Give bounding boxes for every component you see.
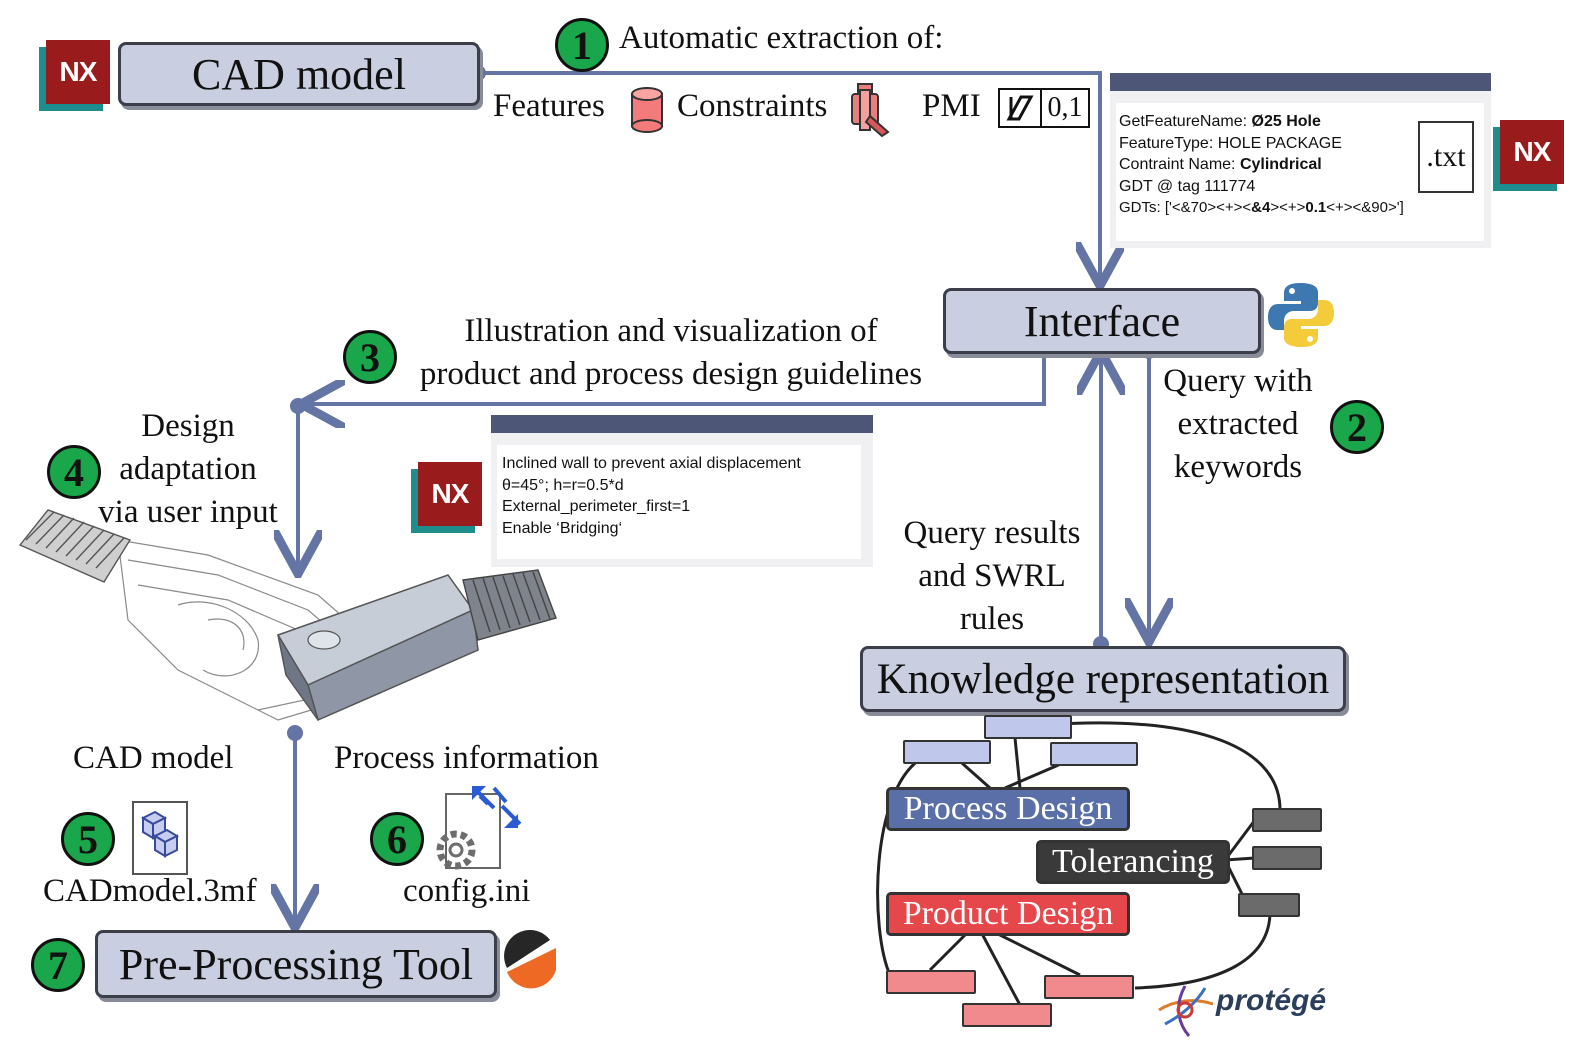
features-label: Features	[493, 88, 605, 124]
ontology-tolerancing: Tolerancing	[1036, 840, 1230, 884]
guideline-panel: Inclined wall to prevent axial displacem…	[491, 415, 873, 567]
step-4-badge: 4	[47, 445, 101, 499]
guideline-panel-body	[497, 445, 861, 559]
step-2-line-1: Query with	[1163, 363, 1313, 399]
step-2-line-2: extracted	[1177, 406, 1299, 442]
extraction-panel: GetFeatureName: Ø25 Hole FeatureType: HO…	[1110, 73, 1491, 248]
step-6-badge: 6	[370, 812, 424, 866]
ontology-node-tol-2	[1252, 846, 1322, 870]
thread-right	[462, 569, 557, 641]
nx-logo-icon: NX	[46, 40, 110, 104]
extraction-text: GetFeatureName: Ø25 Hole FeatureType: HO…	[1119, 111, 1404, 219]
panel-header-bar	[1110, 73, 1491, 91]
step-3-line-2: product and process design guidelines	[419, 356, 923, 392]
extraction-line-5: GDTs: ['<&70><+><&4><+>0.1<+><&90>']	[1119, 199, 1404, 216]
panel-header-bar	[491, 415, 873, 433]
cylinder-feature-icon	[631, 87, 663, 133]
ontology-node-process-1	[984, 715, 1072, 739]
step-5-heading: CAD model	[73, 740, 234, 776]
cad-part-illustration	[18, 509, 557, 722]
step-4-text: Design adaptation via user input	[86, 405, 290, 534]
step-4-line-1: Design	[141, 408, 235, 444]
ontology-node-tol-1	[1252, 808, 1322, 832]
protege-logo-icon	[1158, 985, 1214, 1037]
extraction-line-1: GetFeatureName: Ø25 Hole	[1119, 113, 1321, 130]
step-3-text: Illustration and visualization of produc…	[395, 310, 947, 396]
ontology-node-product-1	[886, 970, 976, 994]
protege-logo-text: protégé	[1216, 984, 1327, 1017]
ontology-node-tol-3	[1238, 893, 1300, 917]
ontology-product-design: Product Design	[886, 892, 1130, 936]
query-results-line-2: and SWRL	[918, 558, 1066, 594]
guideline-line-2: θ=45°; h=r=0.5*d	[502, 476, 624, 494]
constraints-label: Constraints	[677, 88, 828, 124]
pmi-value: 0,1	[1047, 92, 1083, 123]
guideline-line-3: External_perimeter_first=1	[502, 498, 691, 515]
step-7-badge: 7	[31, 938, 85, 992]
ontology-process-design: Process Design	[886, 787, 1130, 831]
prusaslicer-logo-icon	[504, 929, 556, 989]
step-6-file: config.ini	[403, 873, 531, 909]
step-3-line-1: Illustration and visualization of	[464, 313, 878, 349]
thread-left	[18, 509, 132, 583]
nx-logo-icon: NX	[418, 462, 482, 526]
3mf-file-icon	[132, 801, 188, 875]
step-5-badge: 5	[61, 812, 115, 866]
extraction-line-3: Contraint Name: Cylindrical	[1119, 156, 1322, 173]
interface-box: Interface	[943, 288, 1261, 354]
step-4-line-3: via user input	[98, 494, 278, 530]
nx-logo-icon: NX	[1500, 120, 1564, 184]
step-3-badge: 3	[343, 330, 397, 384]
pre-processing-tool-box: Pre-Processing Tool	[95, 930, 497, 998]
ontology-node-product-3	[1044, 975, 1134, 999]
knowledge-representation-box: Knowledge representation	[860, 646, 1346, 712]
pmi-frame: 0,1	[998, 88, 1090, 128]
guideline-line-4: Enable ‘Bridging‘	[502, 519, 623, 537]
ontology-edges	[876, 721, 1282, 1006]
ontology-node-process-3	[1050, 742, 1138, 766]
extraction-line-4: GDT @ tag 111774	[1119, 177, 1256, 195]
step-2-text: Query with extracted keywords	[1148, 360, 1328, 489]
constraint-icon	[851, 83, 890, 138]
txt-file-icon: .txt	[1418, 121, 1474, 193]
config-file-icon	[436, 786, 522, 870]
ontology-node-process-2	[903, 740, 991, 764]
guideline-text: Inclined wall to prevent axial displacem…	[502, 453, 801, 539]
cad-model-box: CAD model	[118, 42, 480, 106]
pmi-label: PMI	[922, 88, 981, 124]
guideline-line-1: Inclined wall to prevent axial displacem…	[502, 455, 801, 472]
pmi-flatness-icon	[1000, 90, 1042, 126]
step-5-file: CADmodel.3mf	[43, 873, 257, 909]
python-logo-icon	[1268, 283, 1334, 347]
step-4-line-2: adaptation	[119, 451, 257, 487]
step-6-heading: Process information	[334, 740, 599, 776]
connector-cad-to-interface	[478, 71, 1100, 282]
ontology-node-product-2	[962, 1003, 1052, 1027]
step-1-badge: 1	[555, 18, 609, 72]
extraction-line-2: FeatureType: HOLE PACKAGE	[1119, 134, 1342, 152]
step-2-line-3: keywords	[1173, 449, 1303, 485]
query-results-line-3: rules	[959, 601, 1025, 637]
step-2-badge: 2	[1330, 400, 1384, 454]
step-1-title: Automatic extraction of:	[619, 20, 944, 56]
query-results-line-1: Query results	[903, 515, 1081, 551]
solid-block	[276, 574, 479, 722]
query-results-text: Query results and SWRL rules	[890, 512, 1094, 641]
